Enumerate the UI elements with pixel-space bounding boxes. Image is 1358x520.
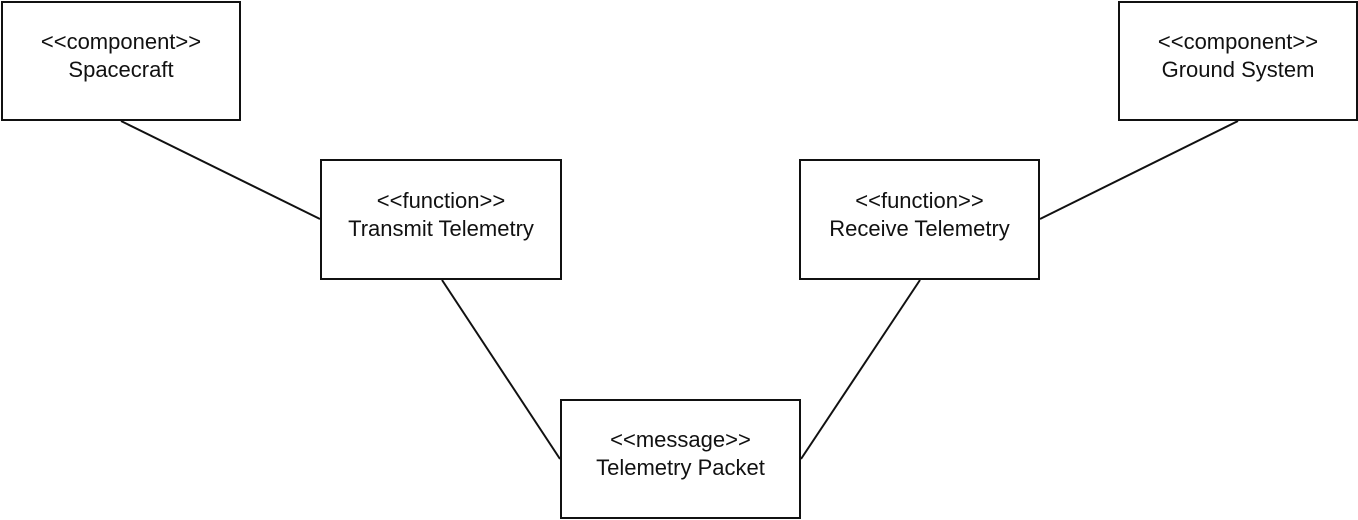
receive-telemetry-stereotype: <<function>> — [855, 187, 984, 213]
ground-system-component-box[interactable]: <<component>> Ground System — [1118, 1, 1358, 121]
connector-spacecraft-to-transmit — [120, 120, 321, 220]
transmit-telemetry-function-box[interactable]: <<function>> Transmit Telemetry — [320, 159, 562, 280]
connector-transmit-to-packet — [441, 279, 561, 460]
telemetry-packet-name: Telemetry Packet — [596, 455, 765, 480]
spacecraft-name: Spacecraft — [68, 57, 174, 82]
ground-system-stereotype: <<component>> — [1157, 29, 1319, 54]
receive-telemetry-function-box[interactable]: <<function>> Receive Telemetry — [799, 159, 1040, 280]
transmit-telemetry-stereotype: <<function>> — [376, 187, 506, 213]
connector-packet-to-receive — [800, 279, 921, 460]
telemetry-packet-message-box[interactable]: <<message>> Telemetry Packet — [560, 399, 801, 519]
spacecraft-component-box[interactable]: <<component>> Spacecraft — [1, 1, 241, 121]
ground-system-name: Ground System — [1161, 57, 1315, 82]
connector-receive-to-ground — [1039, 120, 1239, 220]
receive-telemetry-name: Receive Telemetry — [829, 215, 1010, 241]
telemetry-packet-stereotype: <<message>> — [610, 427, 751, 452]
spacecraft-stereotype: <<component>> — [40, 29, 202, 54]
transmit-telemetry-name: Transmit Telemetry — [348, 215, 534, 241]
